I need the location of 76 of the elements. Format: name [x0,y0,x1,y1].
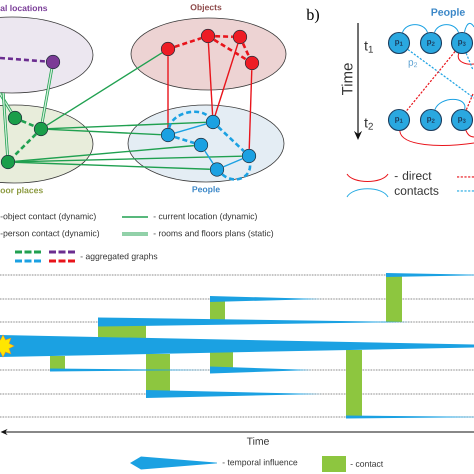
link-line [15,144,194,162]
axis-label: Time [342,63,352,96]
link-line [466,53,474,70]
node-label: People [192,186,220,194]
legend-text: - direct contacts [394,171,438,195]
link-line [40,68,54,122]
curved-link [402,24,428,34]
link-line [213,38,247,60]
link-line [15,155,242,163]
time-label: t$_{2}$ [364,118,373,130]
link-line [12,133,37,158]
group-heading: People [432,8,465,18]
link-line [0,56,46,63]
legend-text: -person contact (dynamic) [0,230,100,238]
graph-node [34,122,48,136]
link-line [406,51,456,112]
curved-link [399,130,474,146]
link-line [48,128,161,136]
graph-node [160,42,176,56]
link-line [174,36,202,48]
person-node: p$_{2}$ [420,108,442,132]
curved-link [434,98,466,110]
edge-label: p$_{2}$ [408,60,418,68]
legend-text: - rooms and floors plans (static) [154,230,274,238]
node-label: Objects [190,4,222,12]
link-line [208,43,214,115]
legend-text: - current location (dynamic) [154,213,257,222]
curved-link [168,110,210,128]
graph-node [200,28,216,44]
graph-node [8,110,22,126]
link-line [21,120,35,128]
graph-node [194,138,208,152]
link-line [167,56,169,128]
axis-label: Time [246,437,269,445]
link-line [466,94,474,110]
curved-link [458,53,474,65]
person-node: p$_{3}$ [450,108,474,132]
person-node: p$_{1}$ [388,108,410,132]
curved-link [221,163,252,181]
curved-link [465,130,474,138]
legend-text: -object contact (dynamic) [0,213,96,222]
legend-text: - contact [350,461,384,467]
link-line [0,92,13,113]
link-line [204,150,214,164]
panel-letter: b) [306,8,319,24]
graph-node [210,162,224,177]
person-node: p$_{2}$ [420,32,442,54]
link-line [223,158,243,168]
graph-node [0,154,16,170]
graph-node [160,128,176,142]
link-line [215,34,233,38]
legend-text: - aggregated graphs [80,253,158,262]
link-line [174,136,195,144]
node-label: al locations [0,4,48,12]
graph-node [232,30,248,44]
graph-node [244,56,260,70]
link-line [2,93,9,156]
legend-text: - temporal influence [222,459,298,468]
graph-node [242,148,256,164]
time-label: t$_{1}$ [364,41,373,53]
graph-node [46,54,60,70]
link-line [15,162,210,170]
person-node: p$_{3}$ [450,32,474,54]
link-line [48,122,206,130]
curved-link [464,22,474,33]
node-label: oor places [0,187,43,196]
graph-node [206,114,220,130]
person-node: p$_{1}$ [388,32,410,54]
link-line [46,52,162,126]
link-line [217,126,245,152]
link-line [174,123,206,134]
link-line [408,49,474,98]
link-line [214,44,239,116]
link-line [248,70,252,149]
link-line [242,42,250,58]
curved-link [434,24,459,34]
